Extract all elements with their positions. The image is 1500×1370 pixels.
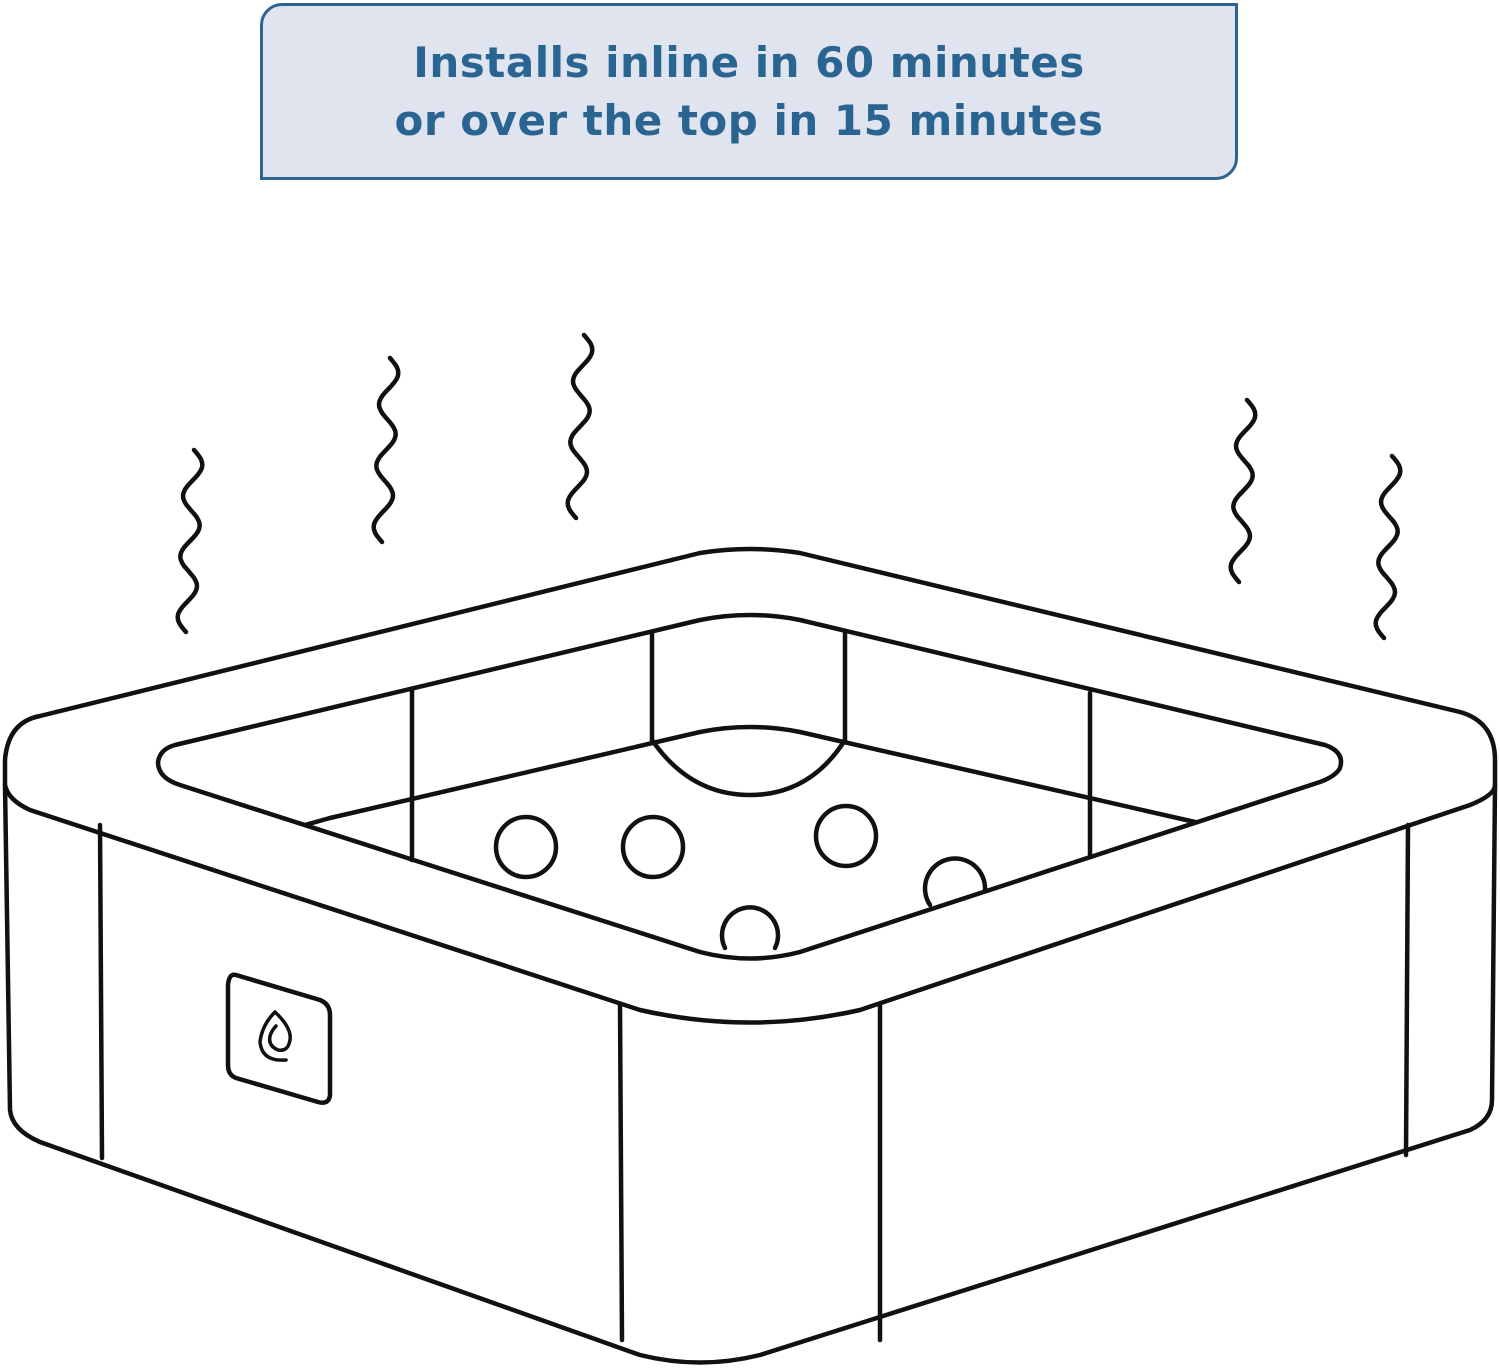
steam-icon [175,332,1403,641]
water-drop-logo-icon [258,1010,292,1062]
jet [813,803,879,869]
outer-rim [2,546,1498,1025]
headline-line-1: Installs inline in 60 minutes [413,37,1085,87]
jet [620,814,686,880]
steam-squiggle [1373,453,1403,641]
headline-banner: Installs inline in 60 minutes or over th… [260,3,1238,180]
steam-squiggle [371,355,401,545]
inner-rim [155,612,1344,961]
tub-walls [2,782,1498,1365]
steam-squiggle [565,332,595,521]
jet [719,905,781,951]
control-panel [225,972,333,1105]
jet [493,814,559,880]
wall-panel-seam [1403,822,1411,1158]
steam-squiggle [175,447,205,635]
wall-panel-seam [97,822,105,1161]
wall-panel-seam [617,1002,625,1343]
interior-floor-line [302,724,1198,828]
steam-squiggle [1228,397,1258,585]
headline-line-2: or over the top in 15 minutes [394,95,1104,145]
seat [649,737,848,798]
jet [922,856,988,908]
